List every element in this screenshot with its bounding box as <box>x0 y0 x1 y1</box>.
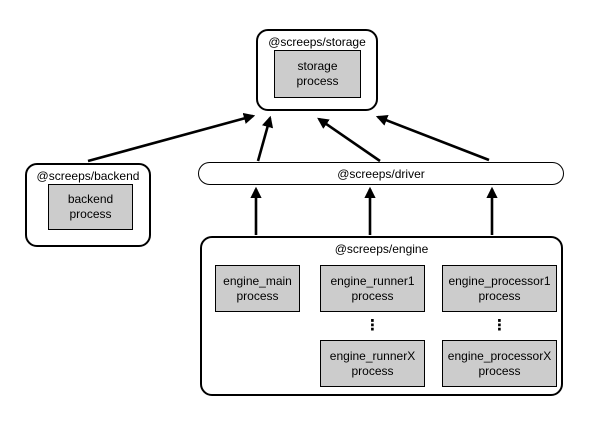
engine-node-title: @screeps/engine <box>334 242 429 256</box>
engine-runner1-process-box: engine_runner1 process <box>320 265 425 312</box>
storage-node-title: @screeps/storage <box>268 35 366 49</box>
backend-process-box: backend process <box>48 184 133 230</box>
driver-to-storage-right-arrow <box>375 114 490 162</box>
driver-node: @screeps/driver <box>198 162 564 185</box>
driver-node-title: @screeps/driver <box>337 166 425 181</box>
backend-node: @screeps/backend backend process <box>25 163 151 247</box>
backend-node-title: @screeps/backend <box>36 169 140 183</box>
engine-processorX-process-box: engine_processorX process <box>442 340 557 387</box>
processor-ellipsis: ⋮ <box>492 316 507 334</box>
engine-runnerX-process-box: engine_runnerX process <box>320 340 425 387</box>
storage-process-box: storage process <box>274 50 361 98</box>
driver-to-storage-mid-arrow <box>317 117 381 163</box>
driver-to-storage-left-arrow <box>256 115 274 162</box>
engine-main-process-box: engine_main process <box>215 265 300 312</box>
engine-node: @screeps/engine engine_main process engi… <box>200 236 563 396</box>
runner-ellipsis: ⋮ <box>365 316 380 334</box>
engine-processor1-process-box: engine_processor1 process <box>442 265 557 312</box>
storage-node: @screeps/storage storage process <box>256 29 378 111</box>
backend-to-storage-arrow <box>87 112 256 163</box>
